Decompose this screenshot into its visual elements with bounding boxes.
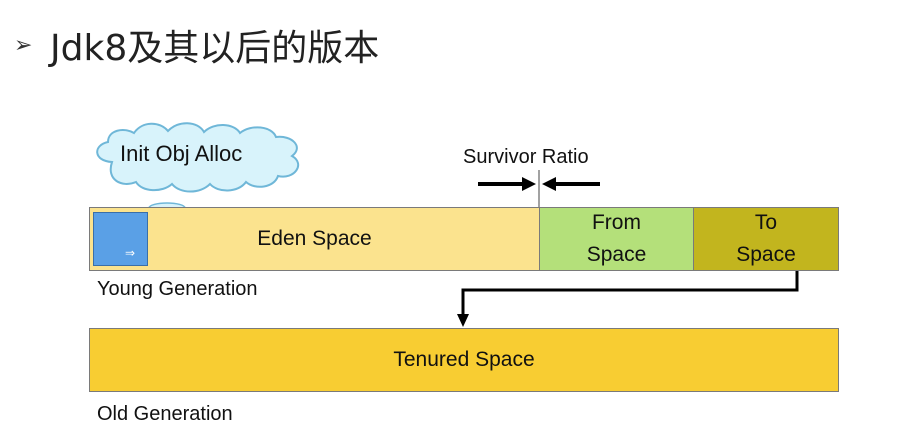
init-obj-alloc-label: Init Obj Alloc <box>120 141 242 167</box>
allocated-object <box>93 212 148 266</box>
tenured-space-label: Tenured Space <box>393 344 534 376</box>
tenured-space: Tenured Space <box>89 328 839 392</box>
to-space: To Space <box>693 207 839 271</box>
eden-space: Eden Space <box>89 207 540 271</box>
promotion-connector-line <box>463 271 797 316</box>
eden-space-label: Eden Space <box>257 223 371 255</box>
left-arrow-icon <box>542 177 556 191</box>
down-arrow-icon <box>457 314 469 327</box>
from-space-label-line2: Space <box>587 239 647 271</box>
survivor-ratio-marker <box>478 170 600 208</box>
survivor-ratio-label: Survivor Ratio <box>463 146 589 169</box>
to-space-label-line2: Space <box>736 239 796 271</box>
from-space: From Space <box>539 207 694 271</box>
to-space-label-line1: To <box>736 207 796 239</box>
young-generation-label: Young Generation <box>97 278 258 301</box>
promotion-connector <box>457 271 797 327</box>
from-space-label-line1: From <box>587 207 647 239</box>
allocation-arrow-icon: ⇒ <box>125 246 135 260</box>
right-arrow-icon <box>522 177 536 191</box>
old-generation-label: Old Generation <box>97 403 233 426</box>
